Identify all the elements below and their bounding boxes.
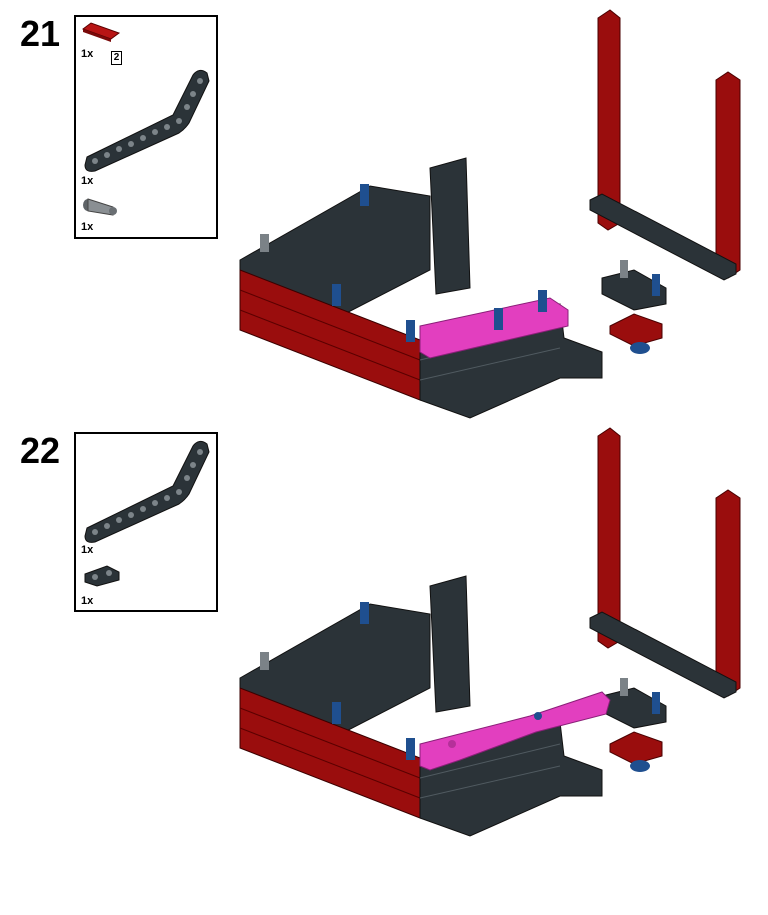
main-body (239, 575, 611, 837)
model-assembly (239, 427, 741, 837)
parts-callout: 1x 2 1x 1x (74, 15, 218, 239)
part-qty: 1x (81, 175, 94, 187)
step-22: 22 1x 1x (0, 427, 768, 915)
main-body (239, 157, 603, 419)
small-bracket (601, 260, 667, 354)
red-axle-icon (81, 22, 121, 42)
model-assembly (239, 9, 741, 419)
short-beam-icon (84, 565, 120, 587)
red-frame (589, 427, 741, 699)
step-number: 22 (20, 430, 61, 471)
length-badge: 2 (111, 51, 122, 65)
step-21: 21 1x 2 1x 1x (0, 0, 768, 430)
part-qty: 1x (81, 544, 94, 556)
red-frame (589, 9, 741, 281)
bent-beam-icon (84, 440, 210, 543)
step-number: 21 (20, 13, 61, 54)
parts-callout: 1x 1x (74, 432, 218, 612)
part-qty: 1x (81, 595, 94, 607)
small-bracket (601, 678, 667, 772)
part-qty: 1x (81, 221, 94, 233)
gray-pin-icon (83, 198, 117, 216)
bent-beam-icon (84, 69, 210, 172)
part-qty: 1x (81, 48, 94, 60)
